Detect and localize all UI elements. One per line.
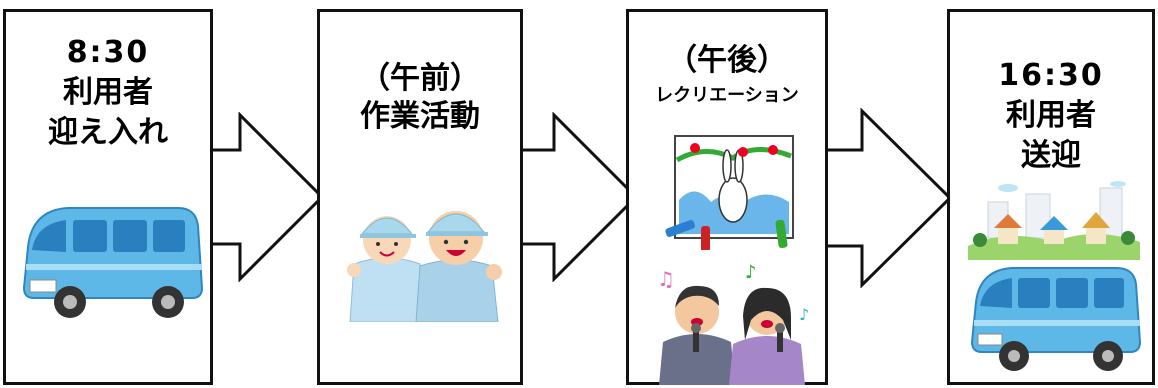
step-title-line2: 迎え入れ (48, 115, 168, 150)
workers-icon (347, 211, 502, 322)
step-title-line2: 作業活動 (360, 99, 480, 134)
step-title-line1: 利用者 (1006, 98, 1096, 133)
step-title-line2: 送迎 (1021, 138, 1081, 173)
arrow-2 (515, 112, 639, 282)
arrow-3 (823, 108, 953, 288)
step-title-line1: （午後） (667, 43, 787, 78)
step-box-morning-work: （午前） 作業活動 (317, 9, 523, 385)
van-icon (970, 267, 1142, 371)
svg-text:♪: ♪ (799, 305, 809, 324)
step-title-line2: レクリエーション (655, 85, 799, 106)
town-icon (968, 181, 1140, 260)
step-box-morning-pickup: 8:30 利用者 迎え入れ (3, 9, 213, 385)
karaoke-icon: ♫ ♪ ♪ (657, 262, 809, 385)
svg-text:♪: ♪ (745, 262, 757, 283)
drawing-icon (665, 135, 794, 250)
step-title-line1: （午前） (360, 61, 480, 96)
step-time: 8:30 (66, 35, 150, 70)
step-box-evening-dropoff: 16:30 利用者 送迎 (947, 9, 1155, 385)
van-icon (22, 207, 204, 318)
step-time: 16:30 (998, 58, 1104, 93)
step-title-line1: 利用者 (63, 75, 153, 110)
arrow-1 (201, 112, 325, 282)
step-box-afternoon-recreation: （午後） レクリエーション (626, 9, 828, 385)
svg-text:♫: ♫ (657, 267, 675, 291)
